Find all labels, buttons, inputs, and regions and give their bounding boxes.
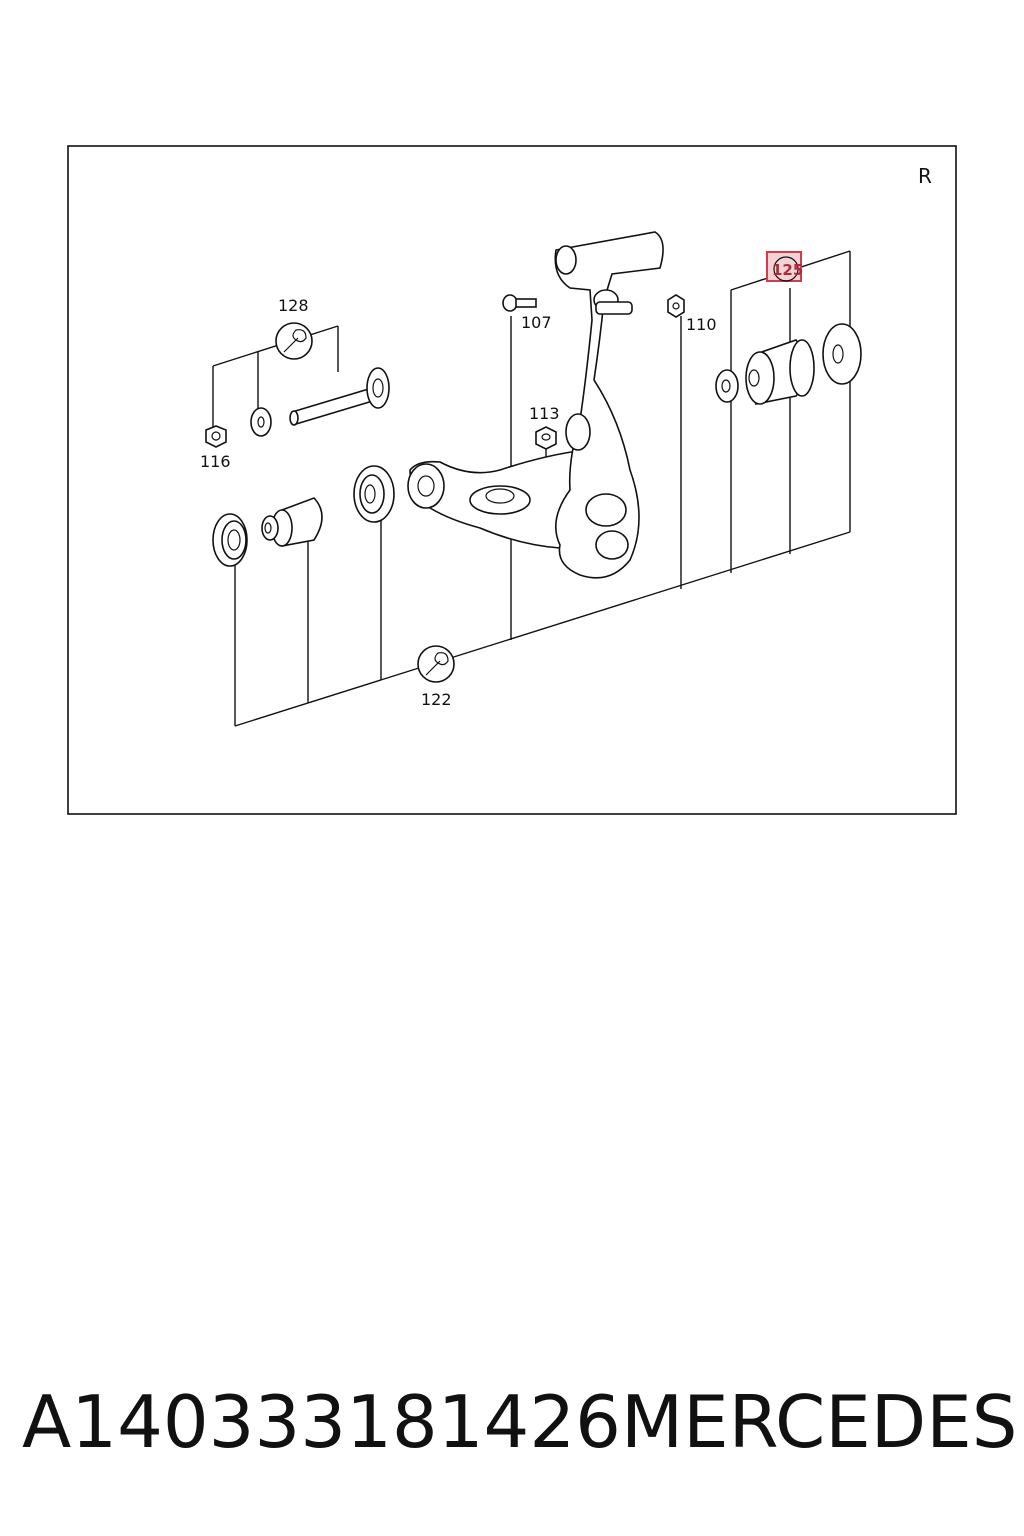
callout-107[interactable]: 107 xyxy=(521,313,552,332)
nut-110 xyxy=(667,294,685,318)
wrench-icon-122 xyxy=(417,645,455,683)
bushing-right-125 xyxy=(745,339,815,405)
diagram-frame xyxy=(67,145,957,815)
leader-lines xyxy=(212,250,851,727)
bushing-left xyxy=(261,497,323,547)
part-number: A140333181426 xyxy=(22,1380,621,1464)
nut-116 xyxy=(205,425,227,448)
bushing-cap-left xyxy=(212,513,248,567)
caption: A140333181426 MERCEDES xyxy=(22,1372,1017,1472)
washer-right xyxy=(715,369,739,403)
callout-122[interactable]: 122 xyxy=(421,690,452,709)
brand-name: MERCEDES xyxy=(620,1380,1018,1464)
callout-113[interactable]: 113 xyxy=(529,404,560,423)
callout-125[interactable]: 125 xyxy=(772,261,803,279)
steering-knuckle xyxy=(554,231,664,579)
wrench-icon-128 xyxy=(275,322,313,360)
bolt-107 xyxy=(502,294,537,312)
washer xyxy=(250,407,272,437)
callout-116[interactable]: 116 xyxy=(200,452,231,471)
eccentric-bolt xyxy=(289,367,390,426)
bushing-ring-left xyxy=(353,465,395,523)
highlight-125[interactable] xyxy=(766,251,802,282)
side-label: R xyxy=(918,164,932,188)
callout-128[interactable]: 128 xyxy=(278,296,309,315)
callout-110[interactable]: 110 xyxy=(686,315,717,334)
nut-113 xyxy=(535,426,557,450)
bushing-disc-right xyxy=(822,323,862,385)
